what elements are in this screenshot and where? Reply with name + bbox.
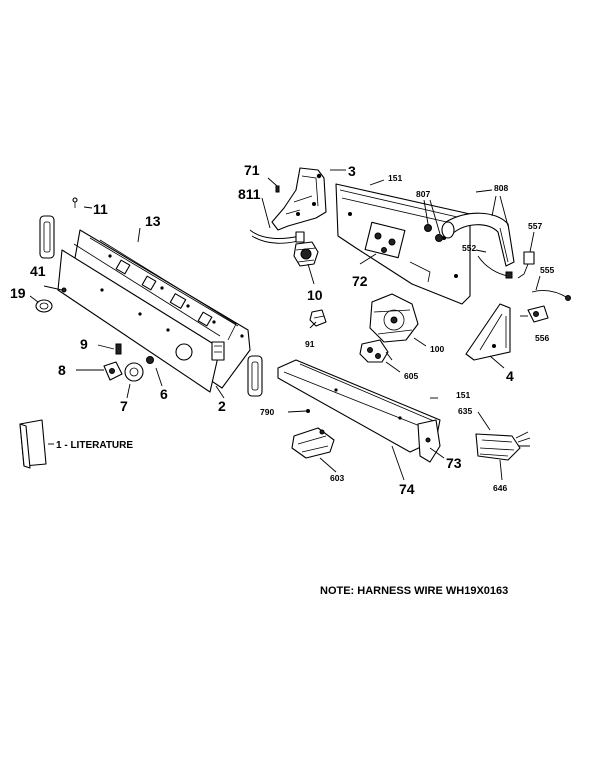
- callout-555: 555: [540, 265, 554, 275]
- timer-knob-part-7: [124, 362, 144, 382]
- grommets-part-807: [424, 224, 443, 242]
- rear-panel-part-151: [335, 183, 471, 305]
- screw-part-71: [275, 185, 280, 193]
- callout-71: 71: [244, 162, 260, 178]
- callout-100: 100: [430, 344, 444, 354]
- callout-7: 7: [120, 398, 128, 414]
- callout-552: 552: [462, 243, 476, 253]
- literature-label: 1 - LITERATURE: [56, 440, 133, 451]
- knob-insert-part-6: [146, 356, 154, 364]
- switch-part-10: [293, 241, 319, 267]
- literature-booklet: [19, 419, 47, 469]
- callout-91: 91: [305, 339, 315, 349]
- clamp-part-552: [477, 255, 513, 279]
- callout-811: 811: [238, 186, 261, 202]
- control-panel-face-part-2: [57, 249, 225, 393]
- callout-557: 557: [528, 221, 542, 231]
- hoses-part-808: [441, 212, 515, 267]
- end-mount-part-73: [417, 419, 441, 463]
- leader-lines: [29, 169, 541, 481]
- callout-2: 2: [218, 398, 226, 414]
- connector-part-556: [527, 305, 549, 323]
- callout-808: 808: [494, 183, 508, 193]
- callout-4: 4: [506, 368, 514, 384]
- wire-lead-part-555: [531, 289, 571, 301]
- callout-8: 8: [58, 362, 66, 378]
- timer-part-100: [369, 293, 419, 343]
- harness-wire-note: NOTE: HARNESS WIRE WH19X0163: [320, 585, 508, 597]
- knob-skirt-part-8: [103, 361, 123, 381]
- connector-part-605: [359, 339, 393, 363]
- end-bracket-part-3: [271, 167, 327, 231]
- screw-part-11: [72, 197, 78, 208]
- callout-10: 10: [307, 287, 323, 303]
- bracket-part-4: [465, 303, 511, 361]
- callout-73: 73: [446, 455, 462, 471]
- callout-807: 807: [416, 189, 430, 199]
- callout-3: 3: [348, 163, 356, 179]
- callout-74: 74: [399, 481, 415, 497]
- callout-603: 603: [330, 473, 344, 483]
- callout-635: 635: [458, 406, 472, 416]
- callout-13: 13: [145, 213, 161, 229]
- fitting-part-557: [517, 251, 535, 279]
- callout-151-bottom: 151: [456, 390, 470, 400]
- right-end-cap: [247, 355, 263, 397]
- clip-part-41: [61, 287, 67, 293]
- callout-9: 9: [80, 336, 88, 352]
- bracket-part-603: [291, 427, 335, 459]
- terminal-block-part-646: [475, 431, 531, 461]
- left-end-cap: [39, 215, 55, 259]
- switch-part-91: [309, 309, 327, 327]
- callout-11: 11: [93, 201, 108, 217]
- callout-151-top: 151: [388, 173, 402, 183]
- knob-part-19: [35, 299, 53, 313]
- callout-646: 646: [493, 483, 507, 493]
- wire-harness-part-811: [249, 229, 305, 244]
- callout-19: 19: [10, 285, 26, 301]
- callout-556: 556: [535, 333, 549, 343]
- callout-605: 605: [404, 371, 418, 381]
- callout-41: 41: [30, 263, 46, 279]
- callout-6: 6: [160, 386, 168, 402]
- callout-72: 72: [352, 273, 368, 289]
- screw-part-790: [306, 409, 310, 413]
- callout-790: 790: [260, 407, 274, 417]
- spring-part-9: [115, 343, 122, 355]
